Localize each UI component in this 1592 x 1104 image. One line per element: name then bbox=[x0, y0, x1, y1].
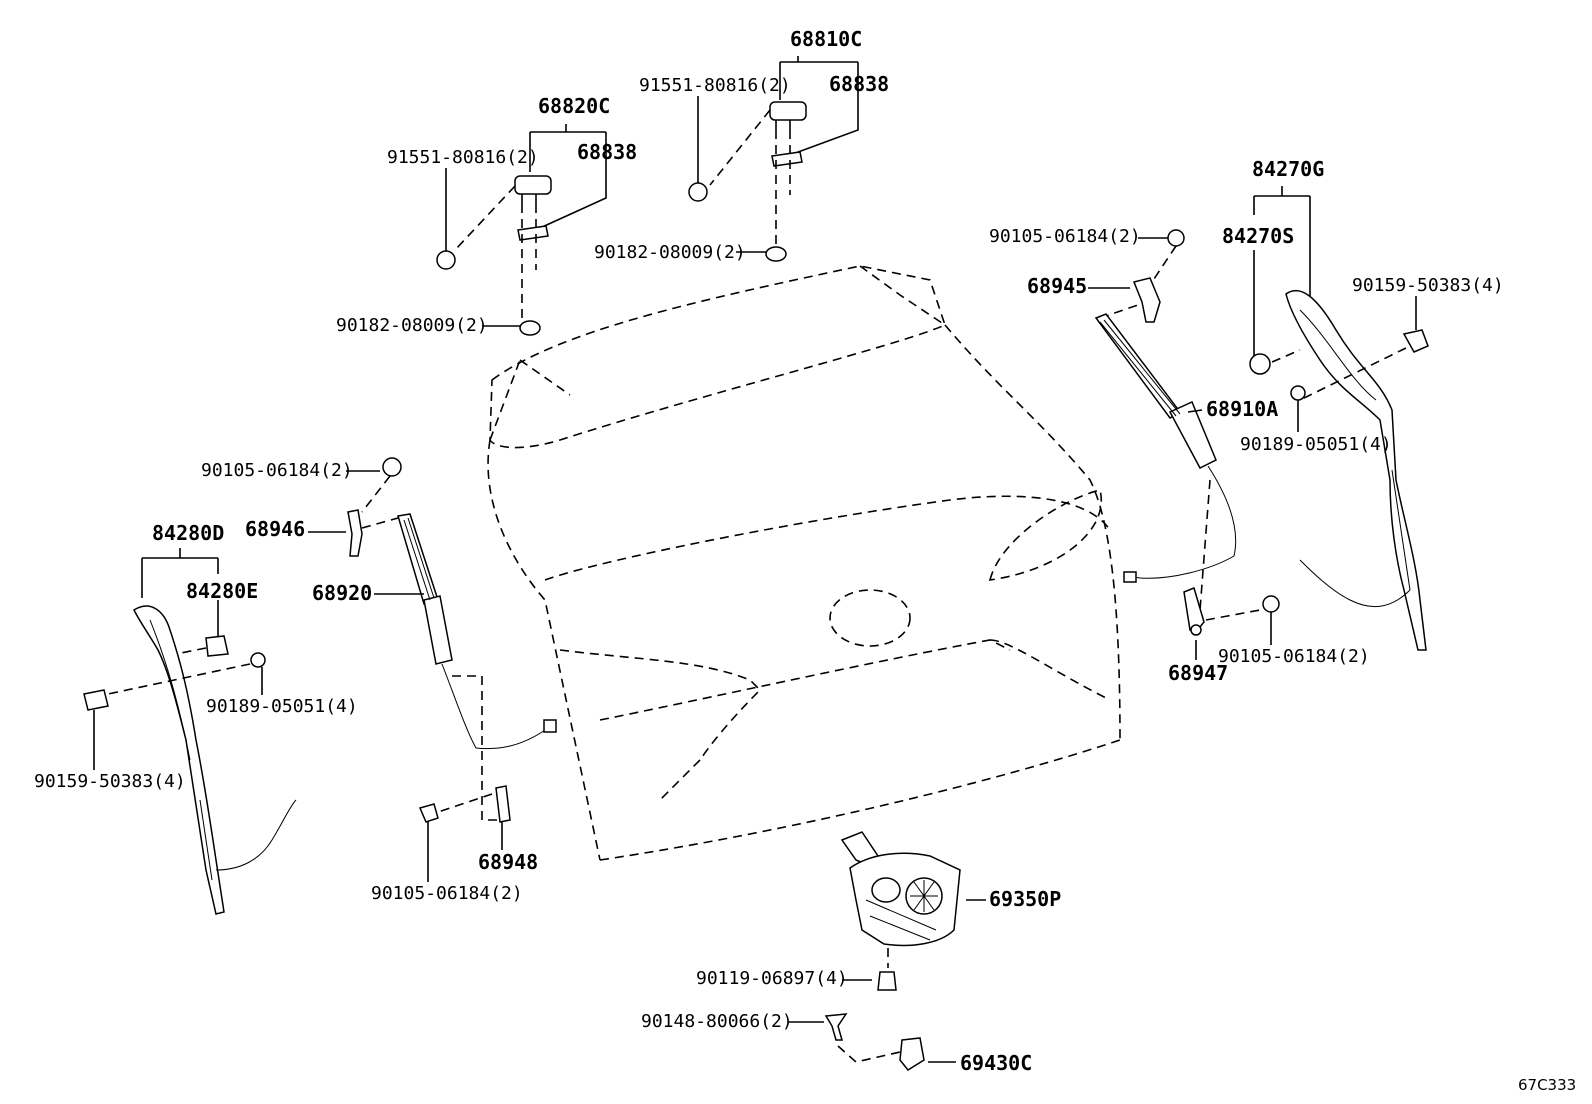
connector-icon bbox=[543, 719, 557, 733]
label-68910A: 68910A bbox=[1206, 397, 1278, 421]
label-68810C: 68810C bbox=[790, 27, 862, 51]
label-69430C: 69430C bbox=[960, 1051, 1032, 1075]
label-90189-a: 90189-05051(4) bbox=[1240, 434, 1392, 455]
screw-icon bbox=[1290, 385, 1306, 401]
label-84280E: 84280E bbox=[186, 579, 258, 603]
label-68947: 68947 bbox=[1168, 661, 1228, 685]
sensor-bracket-icon bbox=[769, 101, 807, 121]
assembly-68810C: 68810C 68838 91551-80816(2) 90182-08009(… bbox=[594, 27, 889, 263]
grommet-icon bbox=[83, 689, 109, 711]
stay-rod-icon bbox=[1094, 313, 1182, 419]
label-90148: 90148-80066(2) bbox=[641, 1011, 793, 1032]
label-69350P: 69350P bbox=[989, 887, 1061, 911]
label-90105-c: 90105-06184(2) bbox=[201, 460, 353, 481]
clip-icon bbox=[899, 1037, 925, 1071]
label-90159-b: 90159-50383(4) bbox=[34, 771, 186, 792]
closer-motor-icon bbox=[849, 852, 961, 947]
assembly-68910A: 90105-06184(2) 68945 68910A 68947 90105-… bbox=[989, 226, 1370, 685]
sensor-bracket-icon bbox=[514, 175, 552, 195]
bracket-icon bbox=[1132, 277, 1161, 323]
label-68948: 68948 bbox=[478, 850, 538, 874]
label-68920: 68920 bbox=[312, 581, 372, 605]
label-84280D: 84280D bbox=[152, 521, 224, 545]
assembly-69430C: 90148-80066(2) 69430C bbox=[641, 1011, 1032, 1075]
connector-icon bbox=[1123, 571, 1137, 583]
label-68820C: 68820C bbox=[538, 94, 610, 118]
screw-icon bbox=[250, 652, 266, 668]
label-90159-a: 90159-50383(4) bbox=[1352, 275, 1504, 296]
label-84270S: 84270S bbox=[1222, 224, 1294, 248]
label-90119: 90119-06897(4) bbox=[696, 968, 848, 989]
clip-icon bbox=[436, 250, 456, 270]
label-84270G: 84270G bbox=[1252, 157, 1324, 181]
diagram-code: 67C333 bbox=[1518, 1076, 1576, 1094]
bracket-icon bbox=[495, 785, 511, 823]
assembly-84280D: 84280D 84280E 90189-05051(4) 90159-50383… bbox=[34, 521, 358, 915]
bolt-icon bbox=[382, 457, 402, 477]
assembly-84270G: 84270G 84270S 90159-50383(4) 90189-05051… bbox=[1222, 157, 1504, 651]
assembly-68820C: 68820C 68838 91551-80816(2) 90182-08009(… bbox=[336, 94, 637, 336]
sensor-strip-left-icon bbox=[133, 605, 225, 915]
label-90105-d: 90105-06184(2) bbox=[371, 883, 523, 904]
clip-icon bbox=[205, 635, 229, 657]
nut-icon bbox=[519, 320, 541, 336]
bracket-hole-icon bbox=[1190, 624, 1202, 636]
label-90105-b: 90105-06184(2) bbox=[1218, 646, 1370, 667]
stay-cylinder-icon bbox=[423, 595, 453, 665]
assembly-69350P: 69350P 90119-06897(4) bbox=[696, 831, 1061, 991]
screw-icon bbox=[418, 803, 439, 823]
sensor-strip-right-icon bbox=[1285, 289, 1427, 651]
bolt-icon bbox=[1167, 229, 1185, 247]
label-91551-a: 91551-80816(2) bbox=[639, 75, 791, 96]
bolt-icon bbox=[877, 971, 897, 991]
label-90182-b: 90182-08009(2) bbox=[336, 315, 488, 336]
clip-icon bbox=[688, 182, 708, 202]
label-68838-b: 68838 bbox=[577, 140, 637, 164]
clip-icon bbox=[1249, 353, 1271, 375]
label-68945: 68945 bbox=[1027, 274, 1087, 298]
label-90105-a: 90105-06184(2) bbox=[989, 226, 1141, 247]
motor-housing-icon bbox=[871, 877, 901, 903]
assembly-68920: 90105-06184(2) 68946 68920 68948 90105-0… bbox=[201, 457, 557, 904]
grommet-icon bbox=[1402, 329, 1429, 353]
label-91551-b: 91551-80816(2) bbox=[387, 147, 539, 168]
screw-icon bbox=[824, 1013, 848, 1041]
stay-cylinder-icon bbox=[1168, 400, 1217, 469]
bolt-icon bbox=[1262, 595, 1280, 613]
back-door-outline bbox=[487, 265, 1121, 861]
bracket-icon bbox=[347, 509, 363, 557]
label-90182-a: 90182-08009(2) bbox=[594, 242, 746, 263]
label-68946: 68946 bbox=[245, 517, 305, 541]
label-68838-a: 68838 bbox=[829, 72, 889, 96]
nut-icon bbox=[765, 246, 787, 262]
label-90189-b: 90189-05051(4) bbox=[206, 696, 358, 717]
